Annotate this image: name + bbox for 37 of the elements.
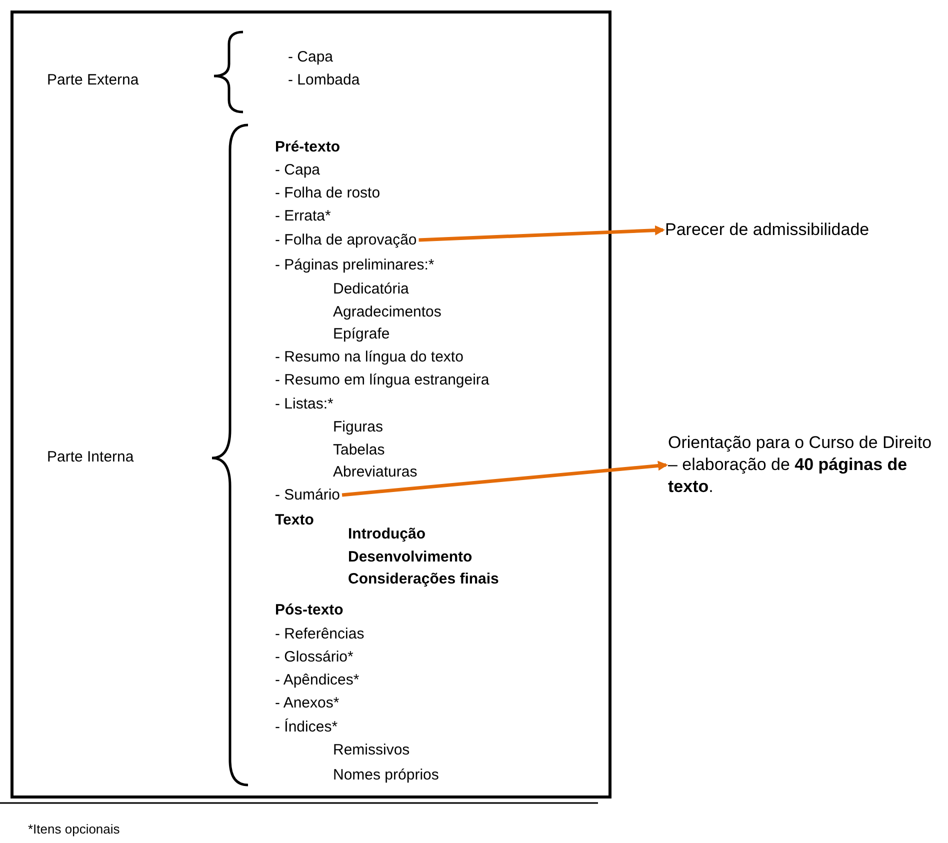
list-item: - Sumário [275, 486, 340, 504]
list-item: - Folha de rosto [275, 184, 380, 202]
list-item: Remissivos [333, 742, 410, 758]
section-heading: Texto [275, 512, 314, 528]
list-item: - Anexos* [275, 694, 340, 712]
arrow [418, 225, 665, 242]
list-item: Nomes próprios [333, 766, 439, 784]
annotation-text: Parecer de admissibilidade [665, 220, 870, 240]
footnote: *Itens opcionais [28, 822, 120, 836]
list-item: Abreviaturas [333, 464, 418, 480]
list-item: - Folha de aprovação [275, 232, 417, 248]
list-item: - Listas:* [275, 396, 334, 412]
annotation-text: Orientação para o Curso de Direito – elaboração de 40 páginas de texto. [668, 432, 938, 498]
section-heading: Pós-texto [275, 602, 344, 618]
list-item: Epígrafe [333, 326, 390, 342]
list-item: - Capa [275, 162, 320, 178]
list-item: - Resumo em língua estrangeira [275, 372, 490, 388]
list-item: - Páginas preliminares:* [275, 256, 434, 274]
list-item: Tabelas [333, 442, 385, 458]
list-item: Introdução [348, 526, 426, 542]
list-item: - Errata* [275, 208, 331, 224]
list-item: Considerações finais [348, 570, 499, 588]
list-item: - Apêndices* [275, 672, 360, 688]
list-item: - Lombada [288, 72, 360, 88]
list-item: Agradecimentos [333, 304, 442, 320]
list-item: Desenvolvimento [348, 548, 472, 566]
list-item: - Índices* [275, 718, 338, 736]
list-item: - Resumo na língua do texto [275, 348, 464, 366]
list-item: Dedicatória [333, 280, 409, 298]
list-item: - Glossário* [275, 648, 354, 666]
section-label: Parte Externa [47, 72, 139, 88]
arrow [342, 460, 668, 497]
section-heading: Pré-texto [275, 138, 340, 156]
list-item: - Capa [288, 48, 334, 66]
list-item: Figuras [333, 418, 384, 436]
list-item: - Referências [275, 626, 364, 642]
section-label: Parte Interna [47, 448, 134, 466]
